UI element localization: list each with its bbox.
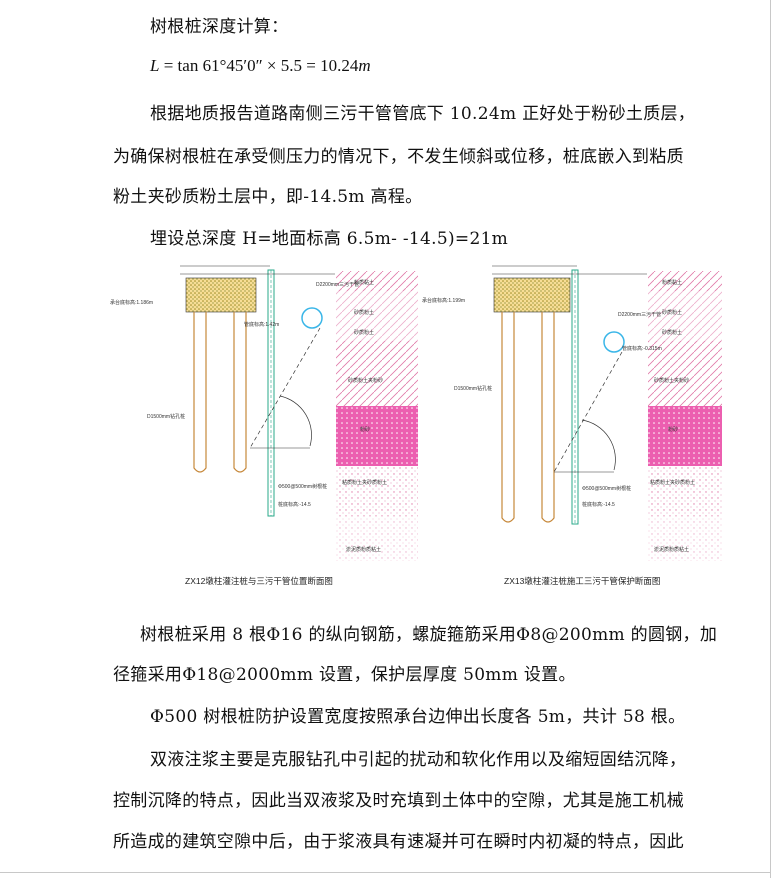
rootpile-label: Φ500@500mm树根桩 <box>278 483 327 490</box>
rootpile-bottom: 桩底标高:-14.5 <box>582 501 615 508</box>
rootpile-label: Φ500@500mm树根桩 <box>582 485 631 492</box>
rootpile-bottom: 桩底标高:-14.5 <box>278 501 311 508</box>
layer-7: 淤泥质粉质粘土 <box>346 546 381 553</box>
layer-3: 砂质粉土 <box>354 329 374 336</box>
pipe-bottom: 管底标高:1.42m <box>244 321 279 328</box>
cap-label: 承台底标高:1.199m <box>422 297 465 304</box>
layer-2: 砂质粉土 <box>662 309 682 316</box>
para5-line2: 控制沉降的特点，因此当双液浆及时充填到土体中的空隙，尤其是施工机械 <box>113 791 684 811</box>
para5-line3: 所造成的建筑空隙中后，由于浆液具有速凝并可在瞬时内初凝的特点，因此 <box>113 832 684 852</box>
pipe-label: D2200mm三污干管 <box>618 311 661 318</box>
para2: 埋设总深度 H=地面标高 6.5m- -14.5)=21m <box>150 229 509 249</box>
cap-label: 承台底标高:1.186m <box>110 299 153 306</box>
figure-zx13: 粉质黏土 砂质粉土 砂质粉土 砂质粉土夹粉砂 粉砂 粘质粉土夹砂质粉土 淤泥质粉… <box>422 265 722 586</box>
layer-2: 砂质粉土 <box>354 309 374 316</box>
layer-4: 砂质粉土夹粉砂 <box>348 377 383 384</box>
layer-5: 粉砂 <box>360 426 370 433</box>
pipe-label: D2200mm三污干管 <box>316 281 359 288</box>
pile-label: D1500mm钻孔桩 <box>454 385 492 392</box>
layer-7: 淤泥质粉质粘土 <box>654 546 689 553</box>
pile-label: D1500mm钻孔桩 <box>147 413 185 420</box>
layer-3: 砂质粉土 <box>662 329 682 336</box>
layer-1: 粉质黏土 <box>354 279 374 286</box>
para1-line2: 为确保树根桩在承受侧压力的情况下，不发生倾斜或位移，桩底嵌入到粘质 <box>113 147 684 167</box>
heading: 树根桩深度计算： <box>150 17 289 37</box>
figure-caption: ZX12墩柱灌注桩与三污干管位置断面图 <box>185 576 333 586</box>
formula-rhs: = tan 61°45′0″ × 5.5 = 10.24 <box>163 56 359 75</box>
para3-line1: 树根桩采用 8 根Φ16 的纵向钢筋，螺旋箍筋采用Φ8@200mm 的圆钢，加 <box>140 625 718 645</box>
formula-lhs: L <box>150 56 160 75</box>
para1-line1: 根据地质报告道路南侧三污干管管底下 10.24m 正好处于粉砂土质层， <box>150 104 696 124</box>
pipe-bottom: 管底标高:-0.315m <box>622 345 662 352</box>
figure-caption: ZX13墩柱灌注桩施工三污干管保护断面图 <box>504 576 660 586</box>
layer-6: 粘质粉土夹砂质粉土 <box>650 479 695 486</box>
layer-1: 粉质黏土 <box>662 279 682 286</box>
para3-line2: 径箍采用Φ18@2000mm 设置，保护层厚度 50mm 设置。 <box>113 665 576 685</box>
layer-5: 粉砂 <box>668 426 678 433</box>
layer-6: 粘质粉土夹砂质粉土 <box>342 479 387 486</box>
para4: Φ500 树根桩防护设置宽度按照承台边伸出长度各 5m，共计 58 根。 <box>150 707 686 727</box>
formula: L = tan 61°45′0″ × 5.5 = 10.24m <box>150 56 371 76</box>
para1-line3: 粉土夹砂质粉土层中，即-14.5m 高程。 <box>113 187 423 207</box>
page-border <box>770 0 771 878</box>
layer-4: 砂质粉土夹粉砂 <box>654 377 689 384</box>
para5-line1: 双液注浆主要是克服钻孔中引起的扰动和软化作用以及缩短固结沉降， <box>150 750 687 770</box>
figure-zx12: 粉质黏土 砂质粉土 砂质粉土 砂质粉土夹粉砂 粉砂 粘质粉土夹砂质粉土 淤泥质粉… <box>110 265 418 586</box>
formula-unit: m <box>358 56 371 75</box>
page-bottom-border <box>0 872 771 873</box>
